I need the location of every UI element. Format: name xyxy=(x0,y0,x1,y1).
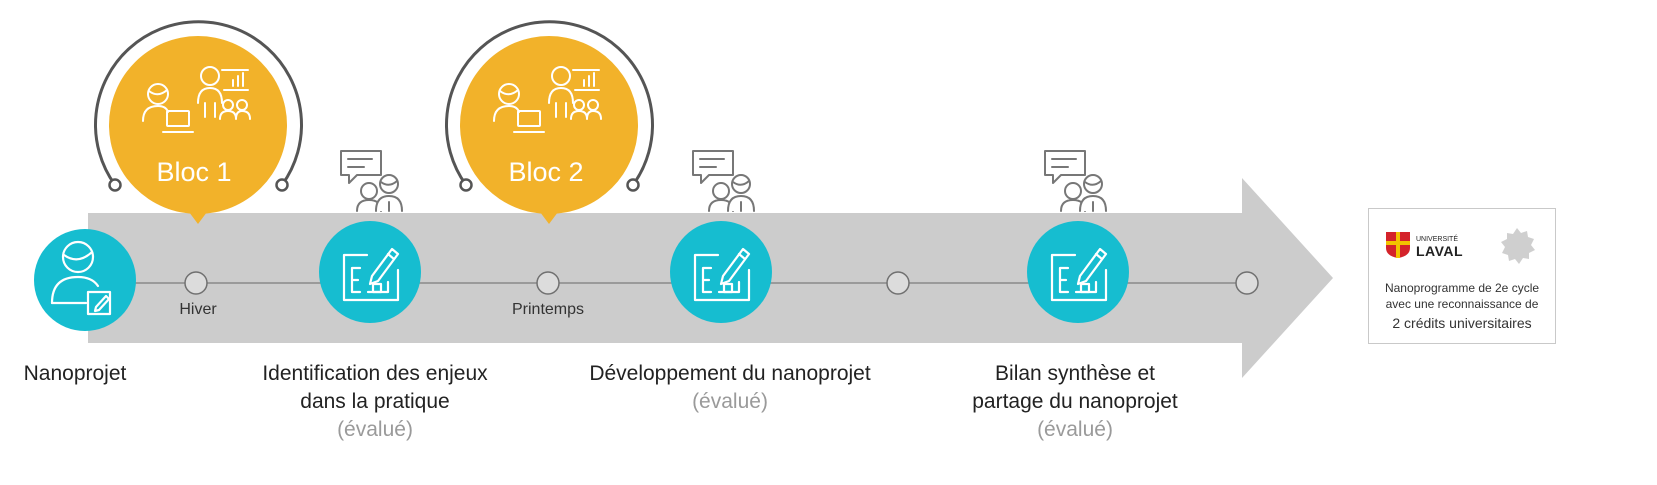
milestone-subtitle: (évalué) xyxy=(1037,418,1113,441)
nanoprojet-node xyxy=(34,229,136,331)
milestone-subtitle: (évalué) xyxy=(692,390,768,413)
season-printemps: Printemps xyxy=(511,301,585,318)
season-hiver: Hiver xyxy=(179,301,217,318)
milestone-title: Nanoprojet xyxy=(23,362,127,385)
classroom-icon xyxy=(493,66,602,133)
bloc-2-callout xyxy=(445,20,654,224)
credit-line-2: avec une reconnaissance de xyxy=(1385,297,1539,311)
milestone-label-nanoprojet: Nanoprojet xyxy=(0,360,150,388)
milestone-node-2 xyxy=(670,221,772,323)
timeline-dot-end xyxy=(1235,271,1259,295)
milestone-title: Bilan synthèse et partage du nanoprojet xyxy=(972,362,1178,413)
credit-line-1: Nanoprogramme de 2e cycle xyxy=(1384,281,1540,295)
milestone-node-3 xyxy=(1027,221,1129,323)
discussion-icon xyxy=(692,150,755,212)
seal-icon xyxy=(1501,228,1535,264)
person-edit-icon xyxy=(50,240,112,316)
bloc-1-callout xyxy=(94,20,303,224)
milestone-label-developpement: Développement du nanoprojet (évalué) xyxy=(560,360,900,416)
timeline-dot xyxy=(886,271,910,295)
credit-box: UNIVERSITÉ LAVAL Nanoprogramme de 2e cyc… xyxy=(1368,208,1556,344)
credit-line-3: 2 crédits universitaires xyxy=(1392,315,1532,331)
classroom-icon xyxy=(142,66,251,133)
milestone-node-1 xyxy=(319,221,421,323)
document-edit-icon xyxy=(693,247,751,302)
bloc-2-label: Bloc 2 xyxy=(508,157,584,187)
milestone-subtitle: (évalué) xyxy=(337,418,413,441)
bloc-2-arc xyxy=(445,20,654,186)
milestone-title: Identification des enjeux dans la pratiq… xyxy=(262,362,488,413)
timeline-dot-hiver xyxy=(184,271,208,295)
document-edit-icon xyxy=(342,247,400,302)
logo-big-text: LAVAL xyxy=(1416,243,1464,259)
universite-laval-logo xyxy=(1385,231,1411,264)
discussion-icon xyxy=(1044,150,1107,212)
bloc-1-label: Bloc 1 xyxy=(156,157,232,187)
discussion-icon xyxy=(340,150,403,212)
logo-small-text: UNIVERSITÉ xyxy=(1416,236,1459,243)
milestone-title: Développement du nanoprojet xyxy=(589,362,871,385)
document-edit-icon xyxy=(1050,247,1108,302)
milestone-label-identification: Identification des enjeux dans la pratiq… xyxy=(225,360,525,444)
timeline-dot-printemps xyxy=(536,271,560,295)
bloc-1-arc xyxy=(94,20,303,186)
logo-wordmark: UNIVERSITÉ LAVAL xyxy=(1416,236,1463,258)
milestone-label-bilan: Bilan synthèse et partage du nanoprojet … xyxy=(935,360,1215,444)
